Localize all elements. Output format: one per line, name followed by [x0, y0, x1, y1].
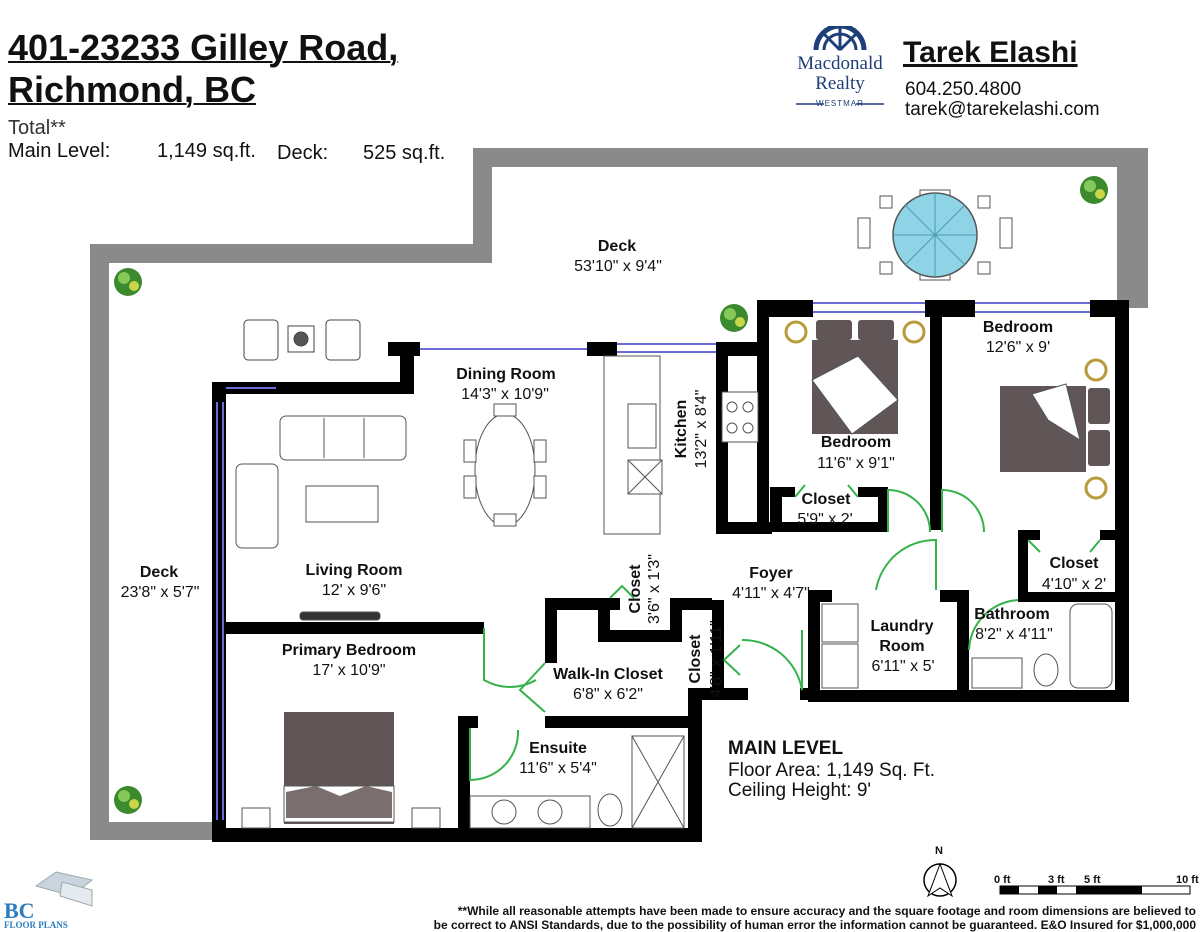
deck-left-name: Deck — [139, 564, 179, 581]
laundry-dims: 6'11" x 5' — [871, 658, 935, 675]
closet-4-name: Closet — [687, 634, 704, 684]
scale-10: 10 ft — [1176, 874, 1199, 886]
ensuite-name: Ensuite — [529, 740, 587, 757]
dining-table — [463, 403, 547, 527]
disclaimer-line-1: **While all reasonable attempts have bee… — [457, 904, 1196, 918]
bathroom-fixtures — [971, 603, 1113, 689]
bc-logo-text: BC — [4, 898, 35, 923]
kitchen-name: Kitchen — [673, 399, 690, 459]
walk-in-closet-dims: 6'8" x 6'2" — [573, 686, 643, 703]
kitchen-fixtures — [603, 355, 759, 535]
deck-top-dims: 53'10" x 9'4" — [574, 258, 662, 275]
windows — [216, 302, 1090, 820]
compass-label: N — [935, 845, 943, 857]
closet-3-name: Closet — [627, 564, 644, 614]
bathroom-name: Bathroom — [974, 606, 1050, 623]
deck-left-dims: 23'8" x 5'7" — [120, 584, 200, 601]
dining-room-name: Dining Room — [456, 366, 556, 383]
scale-3: 3 ft — [1048, 874, 1065, 886]
compass-rose-icon — [796, 26, 884, 105]
closet-1-dims: 5'9" x 2' — [797, 511, 853, 528]
primary-bedroom-name: Primary Bedroom — [281, 642, 417, 659]
closet-2-dims: 4'10" x 2' — [1041, 576, 1107, 593]
floor-area: Floor Area: 1,149 Sq. Ft. — [728, 760, 935, 781]
agent-phone[interactable]: 604.250.4800 — [905, 79, 1022, 100]
living-furniture — [235, 415, 407, 621]
bathroom-dims: 8'2" x 4'11" — [975, 626, 1053, 643]
deck-area: 525 sq.ft. — [363, 142, 446, 164]
living-room-name: Living Room — [305, 562, 403, 579]
walk-in-closet-name: Walk-In Closet — [553, 666, 663, 683]
laundry-name-1: Laundry — [870, 618, 934, 635]
total-label: Total** — [8, 117, 66, 139]
doors — [469, 484, 1101, 782]
main-level-label: Main Level: — [8, 140, 111, 162]
bc-floor-plans-logo — [34, 871, 94, 907]
deck-top-name: Deck — [597, 238, 637, 255]
primary-bed — [241, 712, 441, 829]
macdonald-realty-logo: Macdonald Realty WESTMAR — [790, 26, 890, 112]
bed-1 — [784, 320, 926, 435]
bed-2 — [1000, 358, 1110, 500]
closet-3-dims: 3'6" x 1'3" — [646, 554, 663, 624]
level-title: MAIN LEVEL — [728, 738, 844, 759]
foyer-name: Foyer — [749, 565, 793, 582]
brand-name-line3: WESTMAR — [816, 99, 864, 108]
bedroom-2-dims: 12'6" x 9' — [985, 339, 1051, 356]
ensuite-dims: 11'6" x 5'4" — [519, 760, 597, 777]
scale-0: 0 ft — [994, 874, 1011, 886]
closet-2-name: Closet — [1049, 555, 1099, 572]
ensuite-fixtures — [469, 735, 685, 829]
main-level-area: 1,149 sq.ft. — [157, 140, 256, 162]
agent-name: Tarek Elashi — [903, 36, 1078, 69]
primary-bedroom-dims: 17' x 10'9" — [312, 662, 386, 679]
dining-room-dims: 14'3" x 10'9" — [461, 386, 549, 403]
patio-table — [857, 189, 1013, 281]
bedroom-1-name: Bedroom — [820, 434, 892, 451]
bedroom-1-dims: 11'6" x 9'1" — [817, 455, 895, 472]
lounge-chairs — [243, 319, 361, 361]
agent-email[interactable]: tarek@tarekelashi.com — [905, 99, 1100, 120]
address-line-2: Richmond, BC — [8, 69, 256, 110]
closet-1-name: Closet — [801, 491, 851, 508]
brand-name-line2: Realty — [815, 73, 865, 94]
deck-outline — [90, 148, 1148, 840]
address-line-1: 401-23233 Gilley Road, — [8, 27, 399, 68]
deck-label: Deck: — [277, 142, 329, 164]
kitchen-dims: 13'2" x 8'4" — [693, 389, 710, 469]
disclaimer-line-2: be correct to ANSI Standards, due to the… — [433, 918, 1196, 932]
north-arrow-icon — [923, 862, 957, 898]
floor-plans-logo-text: FLOOR PLANS — [4, 920, 68, 930]
scale-bar — [999, 885, 1191, 895]
foyer-dims: 4'11" x 4'7" — [732, 585, 810, 602]
plant-icon — [114, 176, 1108, 814]
living-room-dims: 12' x 9'6" — [321, 582, 387, 599]
ceiling-height: Ceiling Height: 9' — [728, 780, 872, 801]
brand-name-line1: Macdonald — [797, 53, 883, 74]
washer-dryer — [821, 603, 859, 689]
bedroom-2-name: Bedroom — [982, 319, 1054, 336]
closet-4-dims: 4'8" x 1'11" — [708, 620, 725, 698]
scale-5: 5 ft — [1084, 874, 1101, 886]
laundry-name-2: Room — [879, 638, 925, 655]
